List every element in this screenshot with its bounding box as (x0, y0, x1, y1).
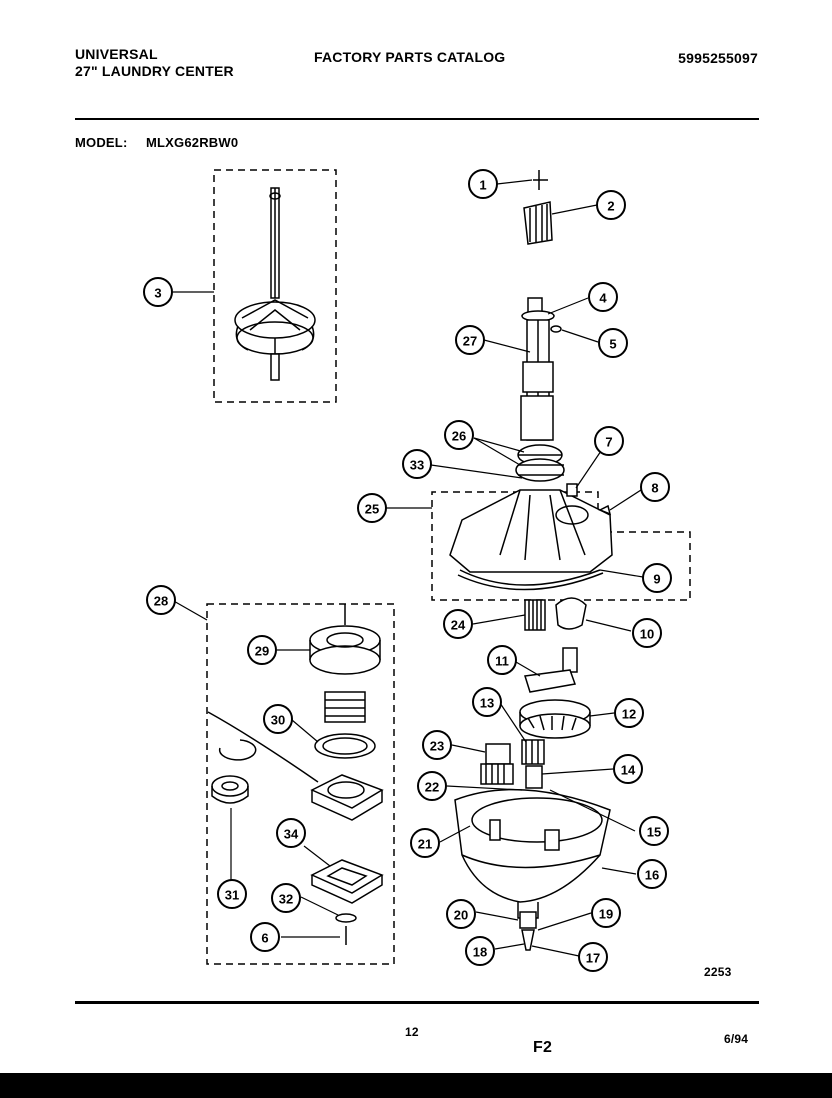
seal-and-bearing-parts (207, 604, 384, 945)
callout-4: 4 (588, 282, 618, 312)
callout-6: 6 (250, 922, 280, 952)
callout-number: 11 (495, 654, 509, 669)
assembly-28-box (206, 603, 395, 965)
agitator-shaft-assembly (234, 187, 316, 381)
callout-number: 24 (451, 618, 466, 633)
callout-number: 19 (599, 907, 613, 922)
callout-number: 33 (410, 458, 424, 473)
brand-block: UNIVERSAL 27" LAUNDRY CENTER (75, 46, 234, 80)
callout-26: 26 (444, 420, 474, 450)
callout-2: 2 (596, 190, 626, 220)
callout-number: 1 (479, 178, 486, 193)
callout-number: 18 (473, 945, 487, 960)
callout-24: 24 (443, 609, 473, 639)
callout-12: 12 (614, 698, 644, 728)
callout-9: 9 (642, 563, 672, 593)
gear-case (454, 788, 611, 951)
callout-14: 14 (613, 754, 643, 784)
callout-number: 34 (284, 827, 299, 842)
callout-3: 3 (143, 277, 173, 307)
callout-number: 16 (645, 868, 659, 883)
callout-33: 33 (402, 449, 432, 479)
callout-number: 29 (255, 644, 269, 659)
transmission-shaft (515, 297, 565, 482)
callout-number: 21 (418, 837, 432, 852)
callout-number: 22 (425, 780, 439, 795)
callout-17: 17 (578, 942, 608, 972)
callout-21: 21 (410, 828, 440, 858)
top-fastener-parts (523, 170, 553, 245)
callout-19: 19 (591, 898, 621, 928)
callout-number: 13 (480, 696, 494, 711)
callout-number: 31 (225, 888, 239, 903)
callout-number: 7 (605, 435, 612, 450)
callout-number: 8 (651, 481, 658, 496)
pinion-and-shift-lever (524, 597, 587, 631)
callout-5: 5 (598, 328, 628, 358)
callout-11: 11 (487, 645, 517, 675)
header-rule (75, 118, 759, 120)
callout-22: 22 (417, 771, 447, 801)
diagram-reference-number: 2253 (704, 965, 732, 979)
date-code: 6/94 (724, 1032, 749, 1046)
callout-27: 27 (455, 325, 485, 355)
page-number: 12 (405, 1025, 419, 1039)
callout-15: 15 (639, 816, 669, 846)
callout-number: 32 (279, 892, 293, 907)
callout-number: 23 (430, 739, 444, 754)
callout-number: 9 (653, 572, 660, 587)
catalog-number: 5995255097 (678, 50, 758, 66)
callout-23: 23 (422, 730, 452, 760)
figure-label: F2 (533, 1039, 553, 1056)
transmission-cover (449, 483, 613, 591)
assembly-25-box (431, 491, 691, 601)
callout-number: 28 (154, 594, 168, 609)
callout-20: 20 (446, 899, 476, 929)
callout-number: 12 (622, 707, 636, 722)
model-label: MODEL: (75, 135, 128, 150)
callout-1: 1 (468, 169, 498, 199)
product-name: 27" LAUNDRY CENTER (75, 63, 234, 79)
callout-25: 25 (357, 493, 387, 523)
callout-number: 5 (609, 337, 616, 352)
leader-lines (171, 179, 644, 957)
callout-28: 28 (146, 585, 176, 615)
callout-number: 25 (365, 502, 379, 517)
callout-7: 7 (594, 426, 624, 456)
callout-34: 34 (276, 818, 306, 848)
callout-number: 10 (640, 627, 654, 642)
callout-number: 20 (454, 908, 468, 923)
callout-29: 29 (247, 635, 277, 665)
assembly-3-box (213, 169, 337, 403)
callout-13: 13 (472, 687, 502, 717)
callout-number: 26 (452, 429, 466, 444)
callout-16: 16 (637, 859, 667, 889)
callout-number: 6 (261, 931, 268, 946)
catalog-title: FACTORY PARTS CATALOG (314, 49, 506, 65)
callout-number: 27 (463, 334, 477, 349)
callout-30: 30 (263, 704, 293, 734)
callout-number: 4 (599, 291, 607, 306)
scan-border-bar (0, 1073, 832, 1098)
callout-number: 30 (271, 713, 285, 728)
callout-number: 17 (586, 951, 600, 966)
brand-name: UNIVERSAL (75, 46, 158, 62)
footer-rule (75, 1001, 759, 1004)
callout-32: 32 (271, 883, 301, 913)
gear-set (480, 647, 591, 789)
callout-number: 14 (621, 763, 636, 778)
callout-number: 3 (154, 286, 161, 301)
callout-number: 15 (647, 825, 661, 840)
callout-18: 18 (465, 936, 495, 966)
callout-number: 2 (607, 199, 614, 214)
callout-31: 31 (217, 879, 247, 909)
callout-8: 8 (640, 472, 670, 502)
model-value: MLXG62RBW0 (146, 135, 239, 150)
callout-10: 10 (632, 618, 662, 648)
